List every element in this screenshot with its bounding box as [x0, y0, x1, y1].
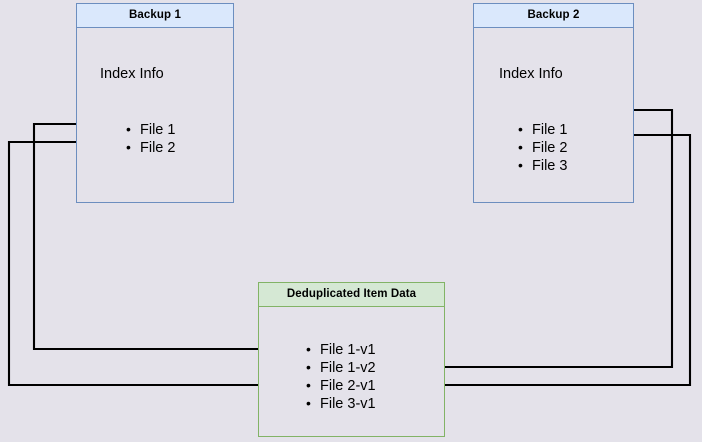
node-deduplicated-item-data[interactable]: Deduplicated Item Data File 1-v1 File 1-… [258, 282, 445, 437]
list-item: File 1-v2 [304, 358, 376, 377]
connector-backup2-file2-to-dedup-file2v1 [394, 133, 692, 389]
file-list-backup-2: File 1 File 2 File 3 [516, 120, 567, 175]
list-item: File 2 [124, 138, 175, 157]
node-title-backup-1: Backup 1 [77, 4, 233, 28]
node-backup-2[interactable]: Backup 2 Index Info File 1 File 2 File 3 [473, 3, 634, 203]
list-item: File 3 [516, 156, 567, 175]
list-item: File 3-v1 [304, 394, 376, 413]
list-item: File 1-v1 [304, 340, 376, 359]
list-item: File 2 [516, 138, 567, 157]
list-item: File 2-v1 [304, 376, 376, 395]
node-title-deduplicated-item-data: Deduplicated Item Data [259, 283, 444, 307]
node-backup-1[interactable]: Backup 1 Index Info File 1 File 2 [76, 3, 234, 203]
index-info-label-backup-1: Index Info [100, 66, 164, 82]
node-body-backup-2: Index Info File 1 File 2 File 3 [474, 28, 633, 202]
node-body-deduplicated-item-data: File 1-v1 File 1-v2 File 2-v1 File 3-v1 [259, 307, 444, 436]
connector-backup2-file1-to-dedup-file1v2 [394, 108, 674, 371]
file-list-backup-1: File 1 File 2 [124, 120, 175, 157]
index-info-label-backup-2: Index Info [499, 66, 563, 82]
connector-backup1-file2-to-dedup-file2v1 [7, 140, 298, 389]
node-title-backup-2: Backup 2 [474, 4, 633, 28]
file-list-deduplicated: File 1-v1 File 1-v2 File 2-v1 File 3-v1 [304, 340, 376, 413]
node-body-backup-1: Index Info File 1 File 2 [77, 28, 233, 202]
list-item: File 1 [124, 120, 175, 139]
list-item: File 1 [516, 120, 567, 139]
